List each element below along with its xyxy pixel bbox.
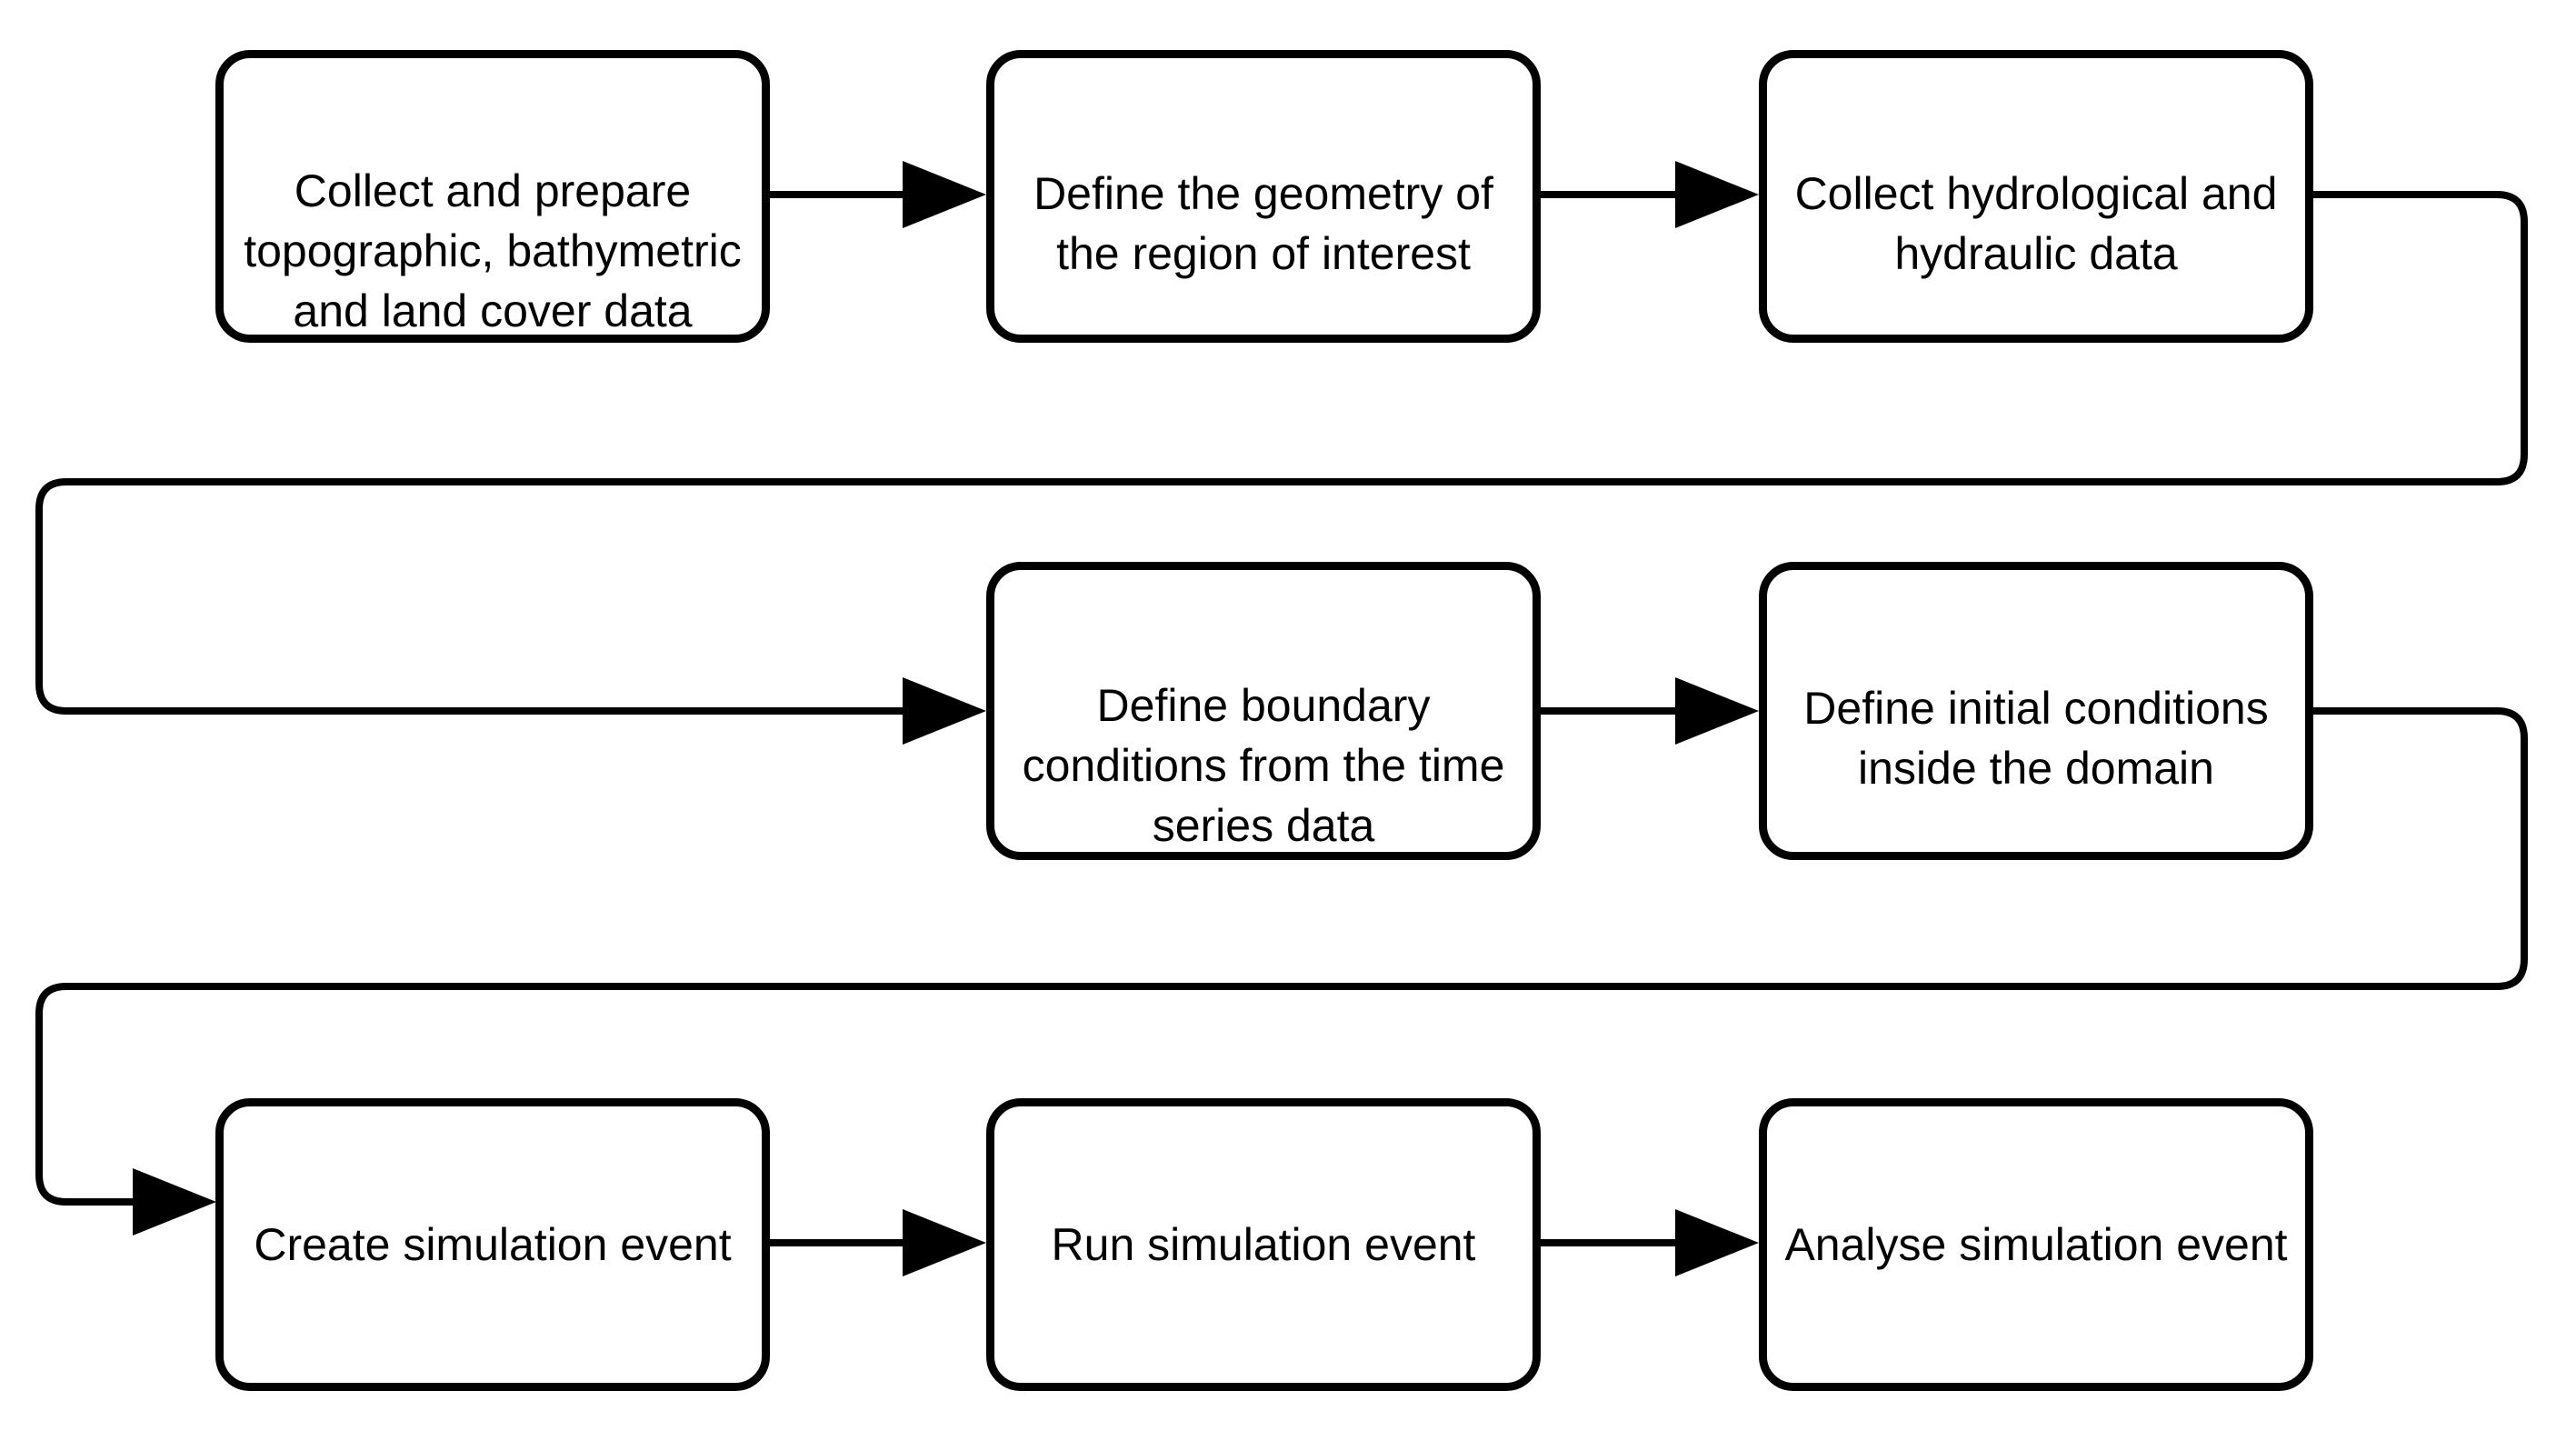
flow-step-label: Collect and prepare topographic, bathyme… xyxy=(244,165,742,336)
arrowhead-icon xyxy=(133,1168,216,1236)
flow-step-label: Analyse simulation event xyxy=(1784,1219,2288,1270)
arrowhead-icon xyxy=(903,677,986,745)
flow-step-collect-topographic-data: Collect and prepare topographic, bathyme… xyxy=(215,50,770,343)
flow-step-define-geometry: Define the geometry of the region of int… xyxy=(986,50,1541,343)
connector-initial-to-create xyxy=(35,707,2528,1236)
arrowhead-icon xyxy=(903,161,986,228)
connector-line xyxy=(35,191,2528,715)
connector-line xyxy=(35,707,2528,1206)
connector-run-to-analyse xyxy=(1541,1209,1759,1276)
flow-step-label: Run simulation event xyxy=(1051,1219,1476,1270)
flow-step-label: Collect hydrological and hydraulic data xyxy=(1794,168,2278,279)
flow-step-define-boundary-conditions: Define boundary conditions from the time… xyxy=(986,562,1541,860)
flow-step-define-initial-conditions: Define initial conditions inside the dom… xyxy=(1759,562,2313,860)
flow-step-label: Define boundary conditions from the time… xyxy=(1022,680,1505,851)
connector-boundary-to-initial xyxy=(1541,677,1759,745)
arrowhead-icon xyxy=(1675,677,1759,745)
arrowhead-icon xyxy=(1675,161,1759,228)
connector-hydrological-to-boundary xyxy=(35,191,2528,745)
flow-step-label: Define the geometry of the region of int… xyxy=(1033,168,1493,279)
connector-geometry-to-hydrological xyxy=(1541,161,1759,228)
flow-step-analyse-simulation-event: Analyse simulation event xyxy=(1759,1098,2313,1391)
flow-step-create-simulation-event: Create simulation event xyxy=(215,1098,770,1391)
flow-step-collect-hydrological-data: Collect hydrological and hydraulic data xyxy=(1759,50,2313,343)
arrowhead-icon xyxy=(903,1209,986,1276)
connector-collect-to-geometry xyxy=(770,161,986,228)
flow-step-run-simulation-event: Run simulation event xyxy=(986,1098,1541,1391)
flow-step-label: Define initial conditions inside the dom… xyxy=(1803,683,2269,794)
connector-create-to-run xyxy=(770,1209,986,1276)
arrowhead-icon xyxy=(1675,1209,1759,1276)
flow-step-label: Create simulation event xyxy=(254,1219,732,1270)
